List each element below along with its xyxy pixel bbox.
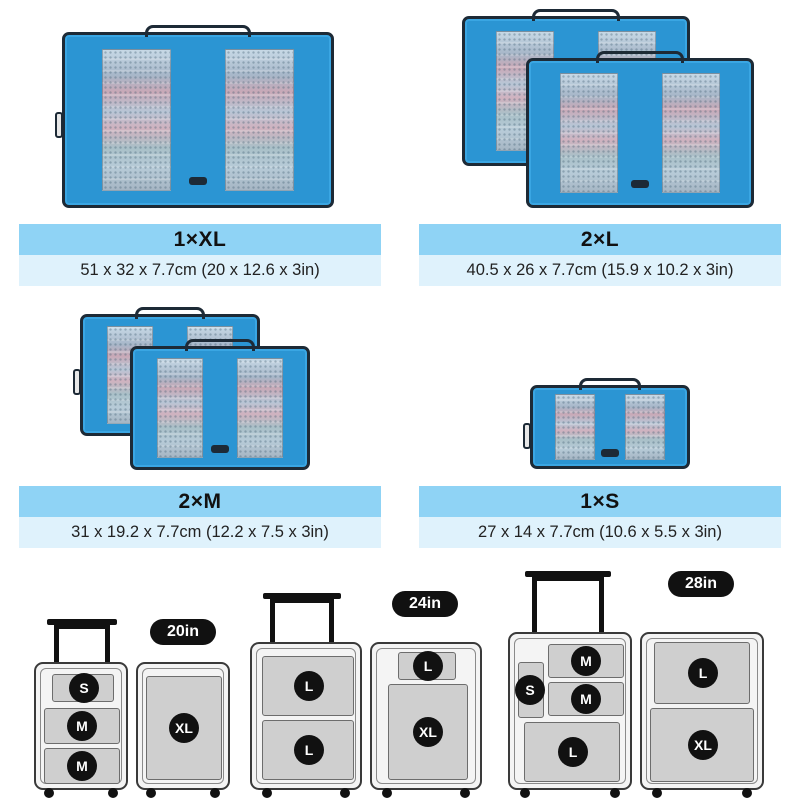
size-label-24in: 24in [392, 591, 458, 617]
trolley-handle [525, 571, 611, 634]
cube-handle [579, 378, 641, 390]
size-badge: S [515, 675, 545, 705]
cube-slot: L [398, 651, 456, 681]
luggage-20-front: S M M [34, 662, 128, 790]
cube-handle [595, 51, 685, 63]
cube-slot: M [44, 708, 120, 744]
zipper-pull [55, 111, 63, 138]
cube-slot: L [262, 720, 354, 780]
size-badge: L [558, 737, 588, 767]
cube-slot: XL [146, 676, 222, 780]
zipper-pull [73, 369, 81, 396]
size-badge: L [413, 651, 443, 681]
wheel [340, 788, 350, 798]
wheel [460, 788, 470, 798]
wheel [108, 788, 118, 798]
cube-slot: L [262, 656, 354, 716]
mesh-panel [224, 48, 294, 192]
size-badge: S [69, 673, 99, 703]
wheel [44, 788, 54, 798]
size-badge: L [294, 671, 324, 701]
set-dimensions: 31 x 19.2 x 7.7cm (12.2 x 7.5 x 3in) [19, 517, 381, 548]
size-badge: XL [413, 717, 443, 747]
size-badge: XL [169, 713, 199, 743]
set-name: 1×S [419, 486, 781, 517]
luggage-20-back: XL [136, 662, 230, 790]
size-label-28in: 28in [668, 571, 734, 597]
mesh-panel [560, 72, 618, 194]
wheel [146, 788, 156, 798]
cube-slot: L [524, 722, 620, 782]
size-badge: M [67, 751, 97, 781]
label-s: 1×S 27 x 14 x 7.7cm (10.6 x 5.5 x 3in) [419, 486, 781, 548]
cube-handle [135, 307, 205, 319]
trolley-handle [47, 619, 117, 664]
label-m: 2×M 31 x 19.2 x 7.7cm (12.2 x 7.5 x 3in) [19, 486, 381, 548]
mesh-panel [157, 358, 203, 458]
cube-l-front [526, 51, 754, 208]
cube-s [523, 378, 690, 469]
set-dimensions: 40.5 x 26 x 7.7cm (15.9 x 10.2 x 3in) [419, 255, 781, 286]
label-l: 2×L 40.5 x 26 x 7.7cm (15.9 x 10.2 x 3in… [419, 224, 781, 286]
size-badge: L [688, 658, 718, 688]
cube-handle [185, 339, 255, 351]
brand-logo [631, 179, 649, 188]
set-dimensions: 51 x 32 x 7.7cm (20 x 12.6 x 3in) [19, 255, 381, 286]
wheel [742, 788, 752, 798]
set-name: 2×L [419, 224, 781, 255]
size-label-20in: 20in [150, 619, 216, 645]
mesh-panel [237, 358, 283, 458]
cube-slot: S [52, 673, 114, 703]
cube-slot: M [44, 748, 120, 784]
size-badge: M [67, 711, 97, 741]
mesh-panel [102, 48, 172, 192]
brand-logo [211, 444, 229, 453]
label-xl: 1×XL 51 x 32 x 7.7cm (20 x 12.6 x 3in) [19, 224, 381, 286]
size-badge: XL [688, 730, 718, 760]
set-dimensions: 27 x 14 x 7.7cm (10.6 x 5.5 x 3in) [419, 517, 781, 548]
cube-xl [55, 25, 334, 208]
mesh-panel [662, 72, 720, 194]
cube-slot: XL [388, 684, 468, 780]
luggage-24-back: L XL [370, 642, 482, 790]
wheel [382, 788, 392, 798]
wheel [610, 788, 620, 798]
mesh-panel [554, 394, 595, 460]
wheel [210, 788, 220, 798]
luggage-24-front: L L [250, 642, 362, 790]
brand-logo [189, 176, 207, 185]
wheel [520, 788, 530, 798]
cube-slot: XL [650, 708, 754, 782]
set-name: 2×M [19, 486, 381, 517]
size-badge: L [294, 735, 324, 765]
cube-slot: M [548, 644, 624, 678]
cube-slot: L [654, 642, 750, 704]
size-badge: M [571, 684, 601, 714]
cube-slot: S [515, 662, 545, 718]
set-name: 1×XL [19, 224, 381, 255]
wheel [652, 788, 662, 798]
luggage-28-back: L XL [640, 632, 764, 790]
luggage-28-front: S M M L [508, 632, 632, 790]
cube-handle [531, 9, 621, 21]
cube-slot: M [548, 682, 624, 716]
wheel [262, 788, 272, 798]
mesh-panel [625, 394, 666, 460]
zipper-pull [523, 423, 531, 450]
cube-handle [144, 25, 252, 37]
trolley-handle [263, 593, 341, 644]
cube-m-front [130, 339, 310, 470]
size-badge: M [571, 646, 601, 676]
brand-logo [601, 448, 619, 457]
